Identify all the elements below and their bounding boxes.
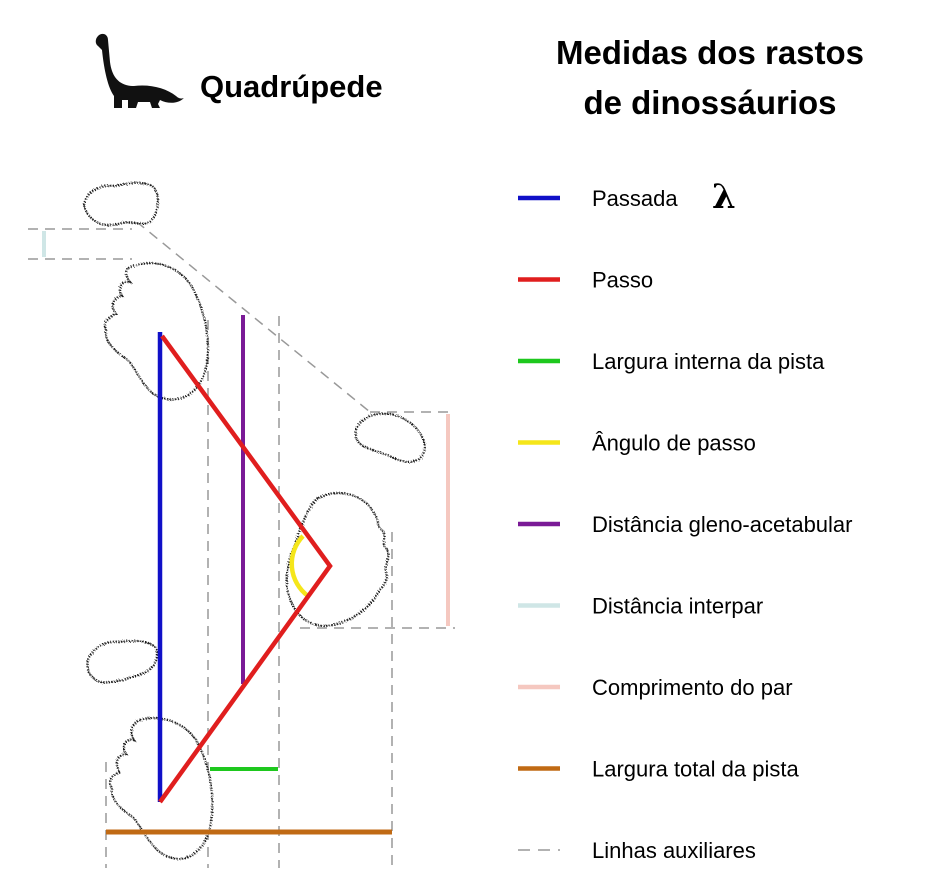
- angulo-passo-arc: [289, 534, 310, 598]
- title-line-1: Medidas dos rastos: [556, 34, 864, 71]
- legend-item-comprimento-par: Comprimento do par: [518, 675, 793, 700]
- legend-label: Largura total da pista: [592, 757, 799, 782]
- passo-line: [158, 334, 333, 804]
- mode-label: Quadrúpede: [200, 69, 383, 104]
- legend-label: Passo: [592, 268, 653, 293]
- auxiliary-lines: [28, 199, 455, 868]
- legend-label: Ângulo de passo: [592, 431, 756, 456]
- footprint-icon: [86, 639, 159, 684]
- aux-line: [109, 199, 371, 413]
- footprint-icon: [82, 181, 159, 227]
- legend-label: Largura interna da pista: [592, 349, 825, 374]
- legend-label: Distância interpar: [592, 594, 763, 619]
- legend-label: Passada: [592, 186, 678, 211]
- legend-item-distancia-gleno: Distância gleno-acetabular: [518, 512, 853, 537]
- legend-item-linhas-auxiliares: Linhas auxiliares: [518, 838, 756, 863]
- legend-item-largura-interna: Largura interna da pista: [518, 349, 825, 374]
- legend-label: Linhas auxiliares: [592, 838, 756, 863]
- legend-item-passo: Passo: [518, 268, 653, 293]
- legend-label: Comprimento do par: [592, 675, 793, 700]
- title-line-2: de dinossáurios: [583, 84, 836, 121]
- lambda-symbol: λ: [712, 177, 736, 217]
- legend-item-angulo-passo: Ângulo de passo: [518, 431, 756, 456]
- legend-item-distancia-interpar: Distância interpar: [518, 594, 763, 619]
- legend-label: Distância gleno-acetabular: [592, 512, 853, 537]
- footprint-icon: [354, 412, 426, 464]
- measurement-lines: [42, 231, 450, 835]
- legend-item-passada: Passada λ: [518, 177, 736, 217]
- legend-item-largura-total: Largura total da pista: [518, 757, 799, 782]
- sauropod-icon: [95, 33, 184, 109]
